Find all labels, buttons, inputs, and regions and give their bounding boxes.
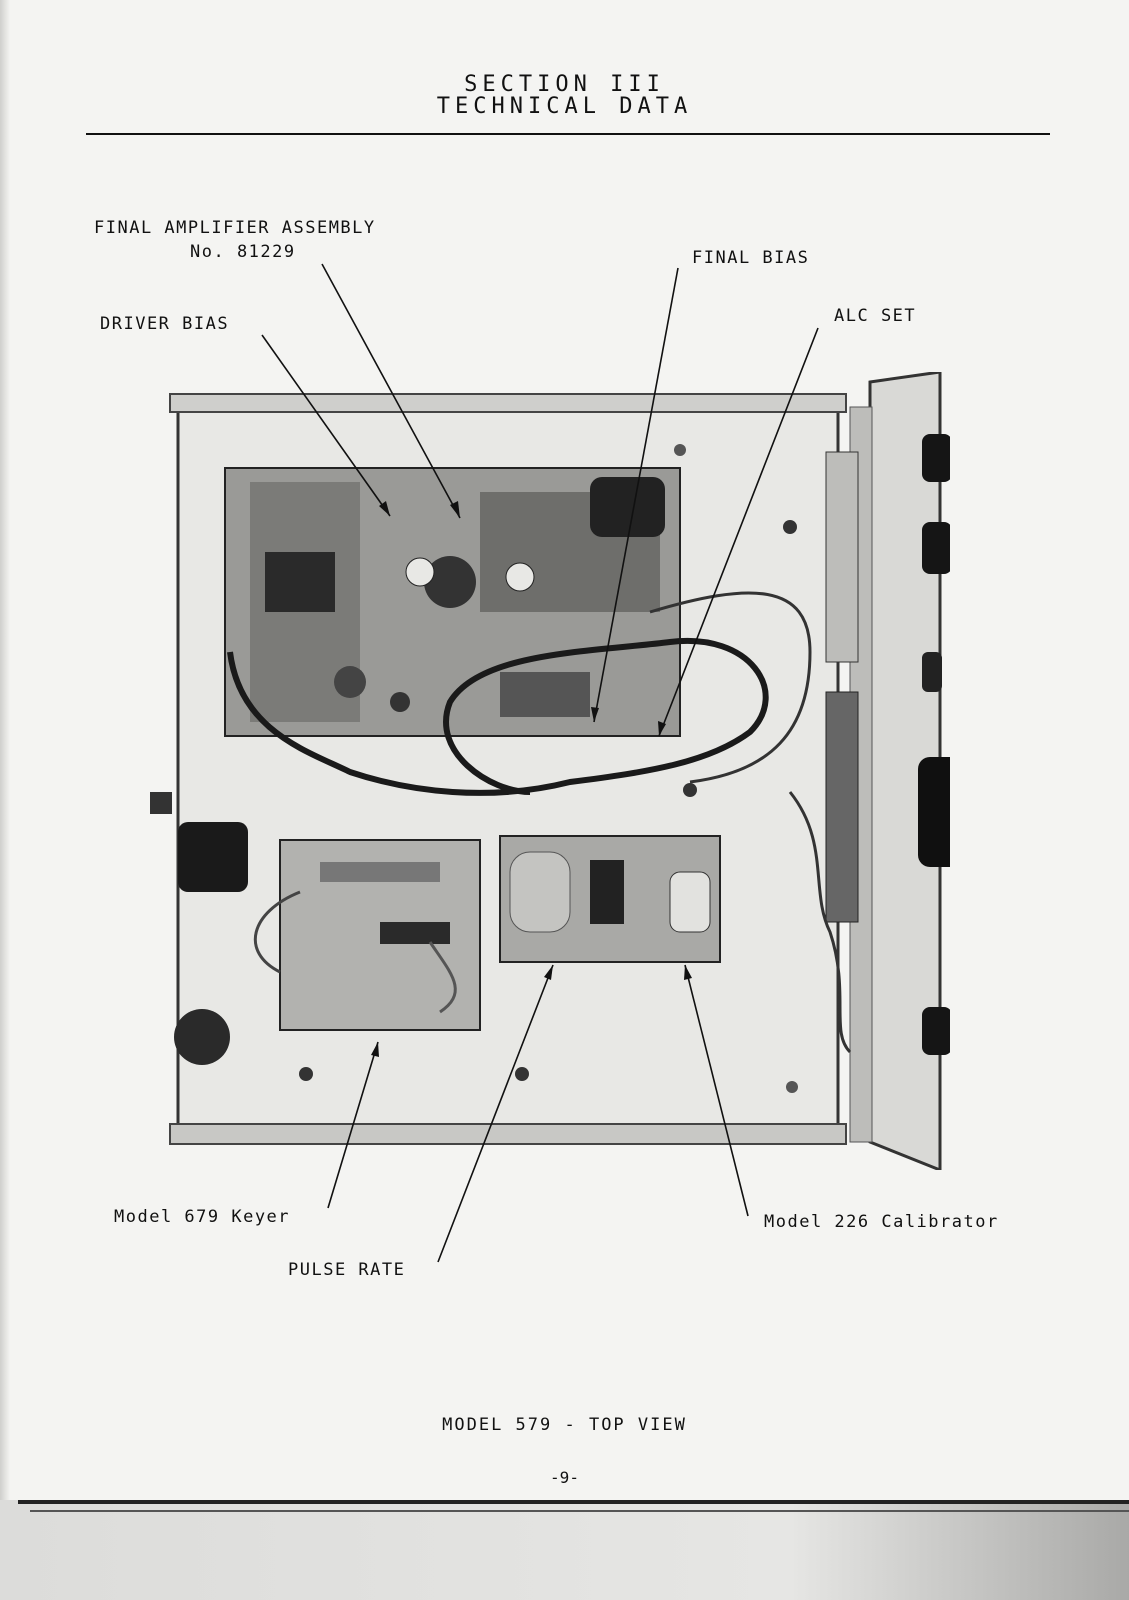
callout-final-amplifier-line1: FINAL AMPLIFIER ASSEMBLY (94, 218, 376, 238)
callout-final-amplifier-line2: No. 81229 (190, 242, 296, 262)
callout-alc-set: ALC SET (834, 306, 917, 326)
header-rule (86, 133, 1050, 135)
callout-driver-bias: DRIVER BIAS (100, 314, 230, 334)
callout-calibrator: Model 226 Calibrator (764, 1212, 999, 1232)
page-edge (18, 1500, 1129, 1504)
callout-keyer: Model 679 Keyer (114, 1207, 291, 1227)
callout-pulse-rate: PULSE RATE (288, 1260, 406, 1280)
page-number: -9- (550, 1468, 579, 1487)
binding-edge (0, 0, 10, 1500)
section-heading: SECTION III (464, 72, 665, 97)
chassis-top-view-photo (150, 372, 950, 1170)
page-edge-shadow (30, 1510, 1129, 1512)
callout-final-bias: FINAL BIAS (692, 248, 810, 268)
figure-caption: MODEL 579 - TOP VIEW (442, 1415, 687, 1435)
section-title: TECHNICAL DATA (436, 94, 693, 119)
background-surface (0, 1500, 1129, 1600)
